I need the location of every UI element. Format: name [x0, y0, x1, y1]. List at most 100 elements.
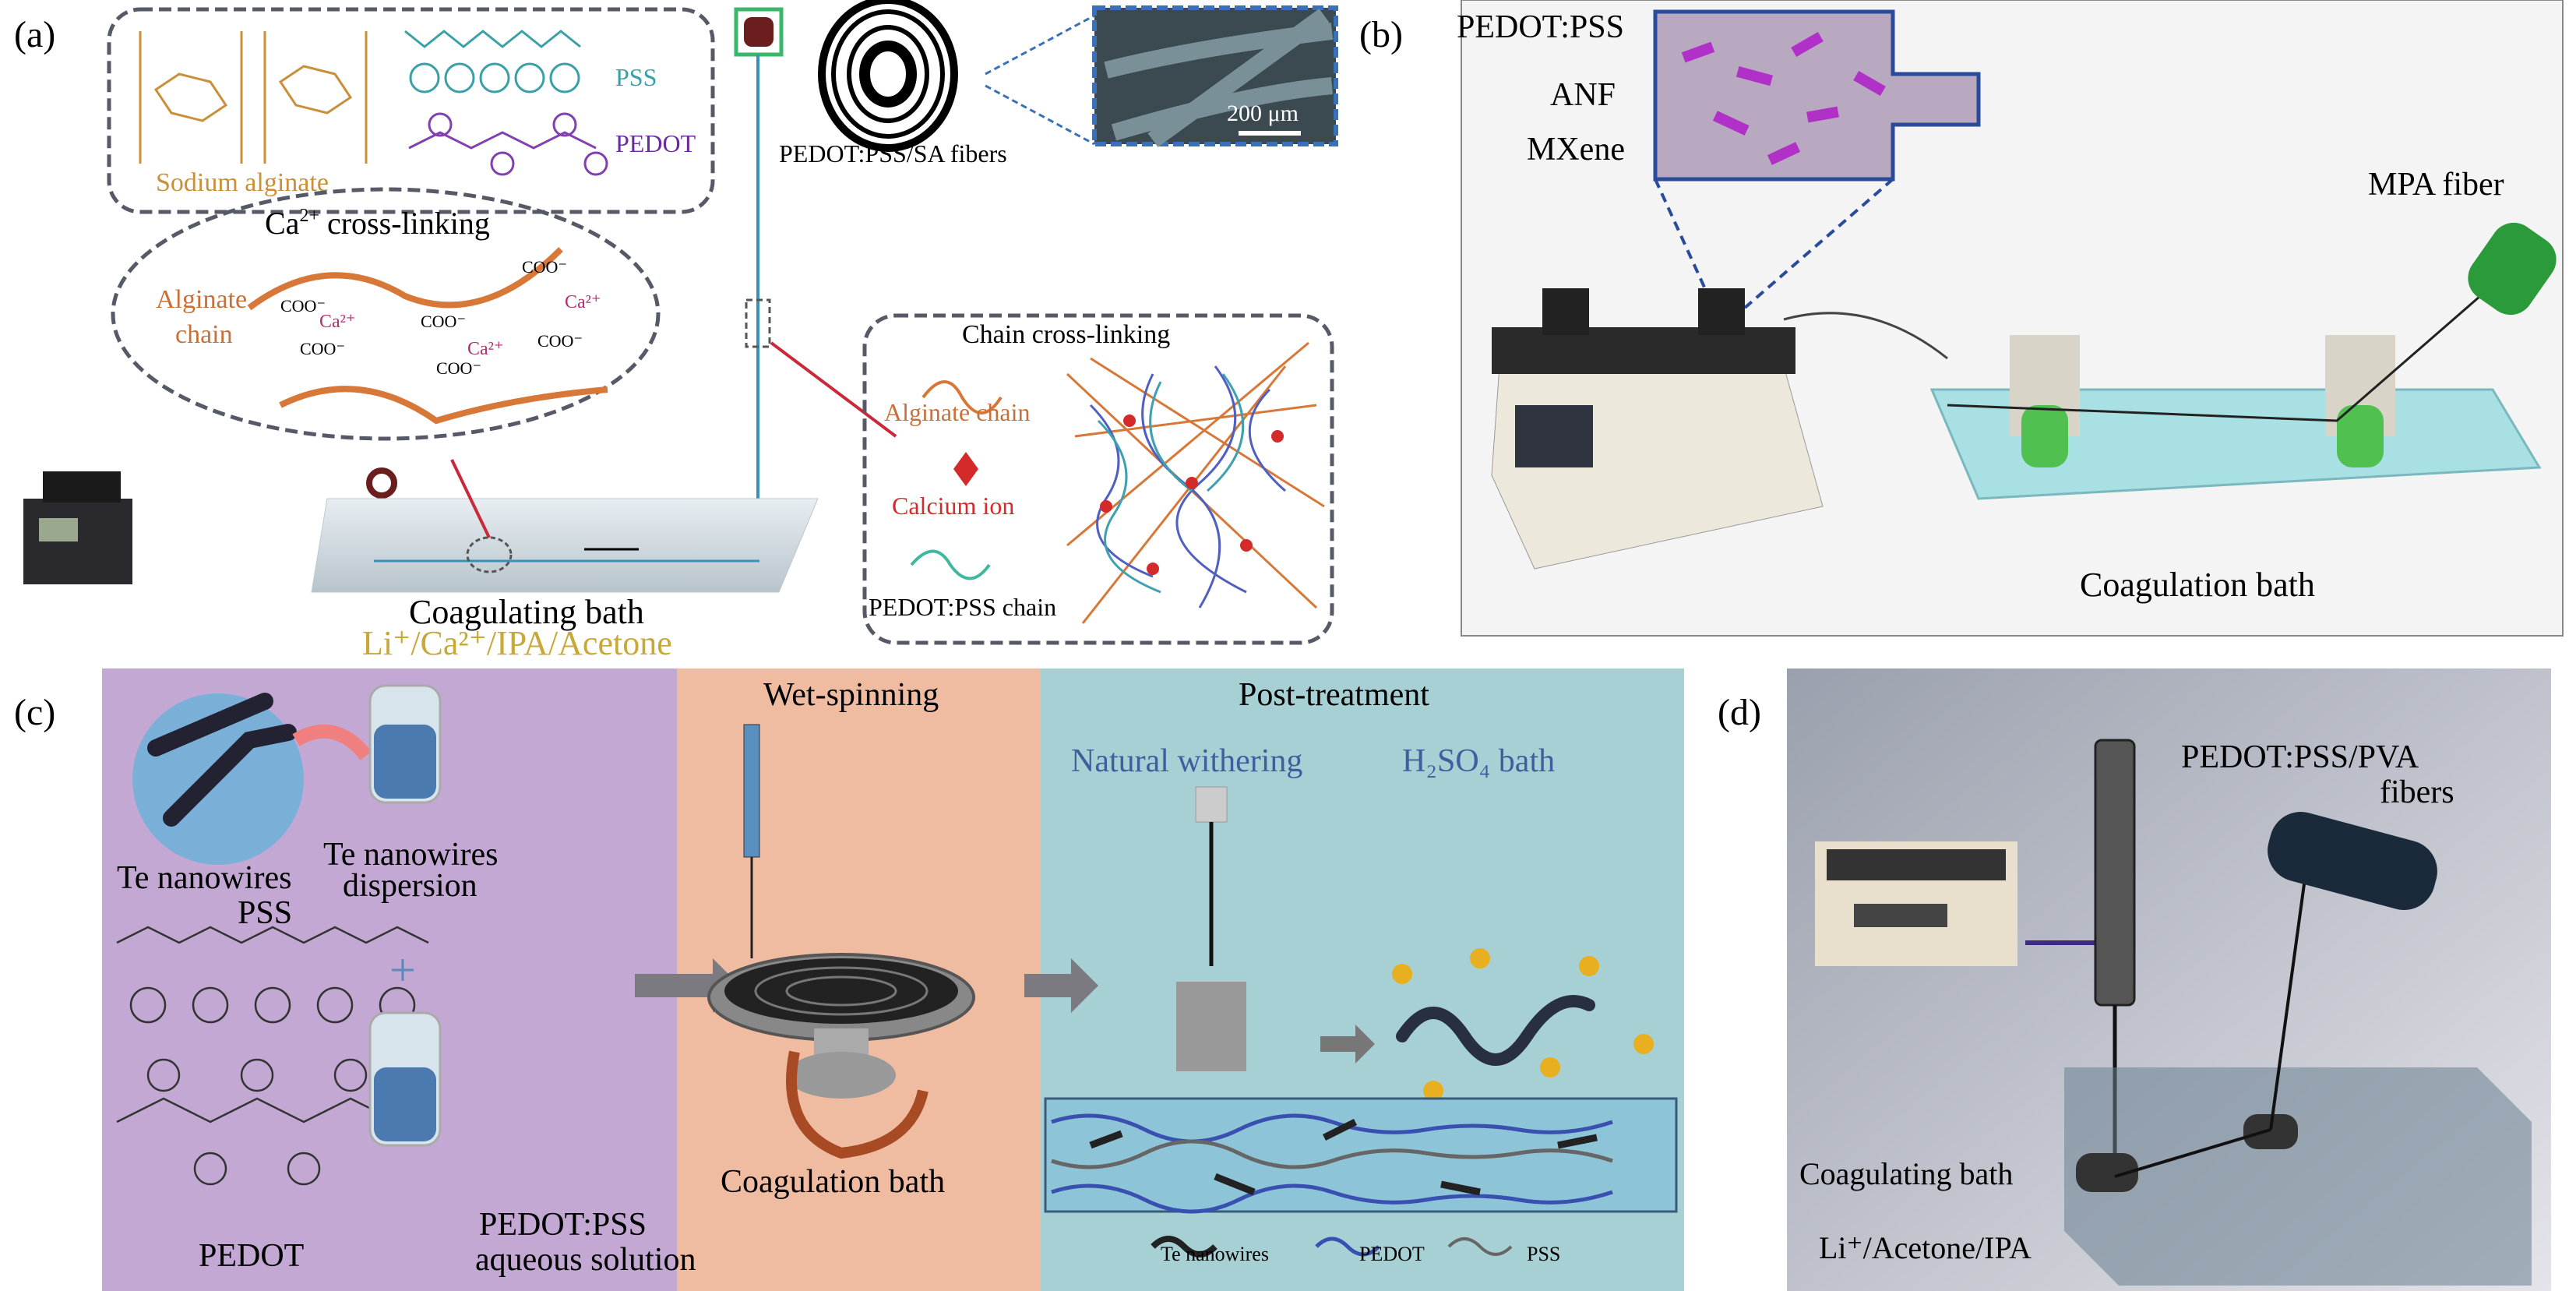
alginate-chain-upper	[247, 247, 563, 311]
ca-crosslinking-ellipse	[111, 187, 661, 441]
mpa-fiber-label: MPA fiber	[2368, 167, 2504, 203]
coagulating-bath-a	[311, 498, 819, 593]
legend-pedot-pss: PEDOT:PSS chain	[869, 593, 1056, 621]
pedot-pss-label-b: PEDOT:PSS	[1457, 9, 1624, 45]
pss-label: PSS	[615, 63, 657, 91]
structures-box	[107, 7, 715, 214]
te-nanowires-image	[147, 693, 297, 827]
treated-fiber	[1396, 995, 1595, 1066]
fibers-caption: PEDOT:PSS/SA fibers	[779, 139, 1007, 168]
natural-withering-title: Natural withering	[1071, 743, 1302, 779]
natural-withering-weight	[1176, 786, 1246, 1071]
panel-d-label: (d)	[1718, 692, 1761, 733]
post-treatment-title: Post-treatment	[1239, 677, 1429, 713]
pointer-arrow	[770, 341, 897, 438]
legend-te-swatch	[1151, 1236, 1218, 1257]
roller	[2021, 405, 2068, 467]
nozzle-zoom-inset	[1653, 9, 1981, 182]
sem-fibers	[1104, 9, 1334, 147]
coo-label: COO⁻	[537, 331, 583, 351]
chain-crosslinking-title: Chain cross-linking	[962, 320, 1170, 349]
mxene-anf-flakes	[1681, 31, 1886, 165]
coo-label: COO⁻	[280, 296, 326, 316]
vial-pedot-pss	[368, 1011, 442, 1147]
fibers-label-d: PEDOT:PSS/PVA	[2181, 739, 2419, 775]
syringe-d	[2094, 739, 2136, 1007]
spool-icon	[744, 17, 774, 47]
pedot-pss-solution-label-2: aqueous solution	[475, 1242, 696, 1278]
legend-pedot-swatch	[1315, 1236, 1380, 1257]
fiber-microstructure-chains	[1051, 1113, 1613, 1214]
process-arrow	[1024, 958, 1098, 1013]
guide-roller	[366, 467, 397, 499]
alginate-chain-label: Alginate	[156, 285, 247, 314]
panel-c-label: (c)	[14, 692, 55, 733]
roller	[2337, 405, 2384, 467]
legend-alginate: Alginate chain	[884, 398, 1030, 426]
legend-calcium-swatch	[953, 452, 978, 486]
legend-calcium: Calcium ion	[892, 492, 1014, 520]
bath-zoom-region	[466, 536, 513, 573]
coo-label: COO⁻	[421, 312, 466, 331]
legend-pss-swatch	[1447, 1237, 1513, 1256]
legend-pedot-pss-swatch	[910, 549, 991, 580]
zoom-connector	[985, 14, 1095, 76]
fiber-up	[2269, 872, 2307, 1131]
pedot-pss-pva-spool	[2268, 812, 2437, 910]
zoom-connector	[1654, 178, 1715, 309]
legend-alginate-swatch	[922, 380, 1003, 414]
zoom-connector	[1743, 178, 1894, 309]
sodium-alginate-structure	[139, 31, 368, 164]
coagulation-bath-label-c: Coagulation bath	[721, 1164, 945, 1200]
roller	[2076, 1153, 2138, 1192]
ca-ion-label: Ca²⁺	[467, 339, 504, 359]
ca-crosslinking-title: Ca2+ cross-linking	[265, 206, 490, 241]
panel-a: (a) Sodium alginate PSS PEDOT PEDOT:PSS/…	[14, 0, 1338, 662]
fiber-path-b	[1947, 263, 2517, 422]
bath-composition-d: Li⁺/Acetone/IPA	[1819, 1230, 2032, 1265]
anf-label: ANF	[1550, 77, 1616, 113]
fiber-zoom-region	[745, 298, 771, 348]
syringe-pump	[23, 471, 132, 584]
panel-b-label: (b)	[1359, 14, 1403, 55]
pss-structure	[404, 30, 581, 93]
fiber-in-bath	[2114, 1128, 2271, 1178]
fibers-label-d-2: fibers	[2380, 774, 2454, 810]
alginate-chain-label-2: chain	[175, 320, 233, 349]
legend-pss: PSS	[1527, 1243, 1560, 1265]
vial-te-dispersion	[368, 684, 442, 804]
fiber-coil-photo	[818, 0, 958, 152]
bath-composition-a: Li⁺/Ca²⁺/IPA/Acetone	[362, 624, 672, 662]
process-arrow	[1320, 1025, 1375, 1063]
syringe-pump-photo	[1815, 841, 2017, 966]
bath-label-a: Coagulating bath	[409, 593, 644, 631]
scale-bar-label: 200 μm	[1227, 101, 1299, 126]
h2so4-bath-title: H₂SO₄ bath	[1402, 743, 1555, 779]
pedot-pss-solution-label: PEDOT:PSS	[479, 1207, 647, 1243]
coo-label: COO⁻	[522, 257, 567, 277]
pointer-arrow	[450, 459, 491, 538]
legend-te-nanowires: Te nanowires	[1161, 1243, 1269, 1265]
rotation-arrow-icon	[786, 1050, 929, 1159]
pedot-label: PEDOT	[615, 129, 696, 157]
panel-b: (b) PEDOT:PSS ANF MXene MPA fiber Coagul…	[1359, 0, 2564, 637]
pedot-structure-c	[116, 1058, 398, 1186]
pedot-label-c: PEDOT	[199, 1238, 304, 1274]
coo-label: COO⁻	[300, 339, 345, 358]
coagulating-bath-d	[2064, 1067, 2532, 1286]
pedot-structure	[408, 112, 608, 176]
syringe-c	[743, 724, 760, 958]
bath-label-b: Coagulation bath	[2080, 566, 2315, 604]
panel-d: (d) PEDOT:PSS/PVA fibers Coagulating bat…	[1718, 668, 2551, 1291]
crosslinked-network	[1066, 341, 1325, 624]
te-dispersion-label-2: dispersion	[343, 868, 477, 904]
panel-c: (c) Wet-spinning Post-treatment Natural …	[14, 668, 1684, 1291]
roller	[2243, 1114, 2298, 1149]
chain-crosslinking-box	[862, 313, 1334, 645]
ca-ion-label: Ca²⁺	[565, 292, 601, 312]
ca-ion-label: Ca²⁺	[319, 312, 356, 332]
zoom-connector	[985, 84, 1095, 146]
acid-droplets	[1392, 948, 1654, 1101]
legend-pedot: PEDOT	[1359, 1243, 1425, 1265]
